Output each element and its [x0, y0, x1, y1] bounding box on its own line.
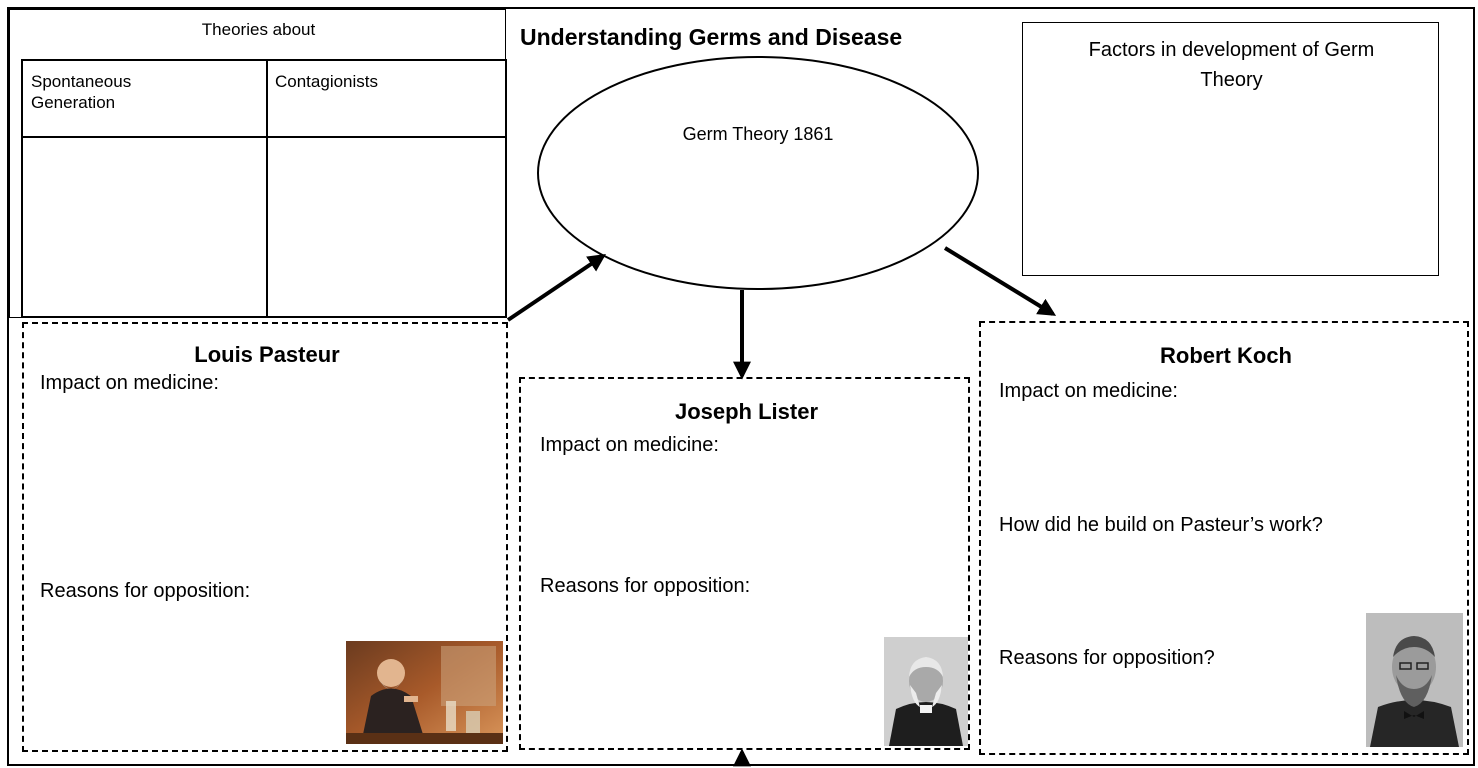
theories-title: Theories about [201, 20, 316, 39]
lister-opposition-label: Reasons for opposition: [540, 575, 751, 597]
page-title: Understanding Germs and Disease [520, 24, 903, 50]
arrow-to-koch [943, 246, 1057, 316]
koch-impact-label: Impact on medicine: [999, 380, 1178, 402]
koch-build-label: How did he build on Pasteur’s work? [999, 514, 1323, 536]
lister-impact-label: Impact on medicine: [540, 434, 719, 456]
koch-name: Robert Koch [1160, 343, 1292, 368]
theories-box: Theories about Spontaneous Generation Co… [9, 9, 507, 318]
lister-box: Joseph Lister Impact on medicine: Reason… [519, 377, 970, 750]
germ-theory-label: Germ Theory 1861 [682, 124, 834, 144]
germ-theory-ellipse [537, 56, 979, 290]
theories-column-header-contagionists: Contagionists [275, 72, 379, 91]
koch-portrait [1366, 613, 1463, 747]
table-column-divider [266, 61, 268, 316]
lister-portrait [884, 637, 968, 746]
koch-opposition-label: Reasons for opposition? [999, 647, 1215, 669]
factors-box: Factors in development of Germ Theory [1022, 22, 1439, 276]
table-row-divider [23, 136, 505, 138]
theories-column-header-spontaneous: Spontaneous Generation [31, 72, 132, 112]
lister-name: Joseph Lister [674, 399, 819, 424]
pasteur-box: Louis Pasteur Impact on medicine: Reason… [22, 322, 508, 752]
theories-table: Spontaneous Generation Contagionists [21, 59, 507, 318]
pasteur-name: Louis Pasteur [194, 342, 340, 367]
arrow-to-germ-theory [506, 253, 606, 322]
pasteur-opposition-label: Reasons for opposition: [40, 580, 251, 602]
pasteur-portrait [346, 641, 503, 744]
factors-title: Factors in development of Germ Theory [1088, 39, 1375, 91]
koch-box: Robert Koch Impact on medicine: How did … [979, 321, 1469, 755]
pasteur-impact-label: Impact on medicine: [40, 372, 219, 394]
